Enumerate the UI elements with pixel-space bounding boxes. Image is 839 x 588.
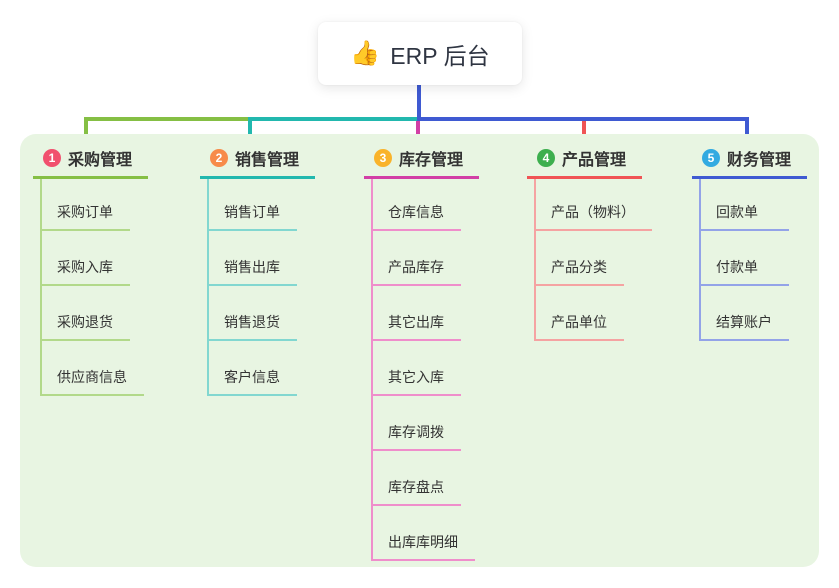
connector-branch-1-drop: [84, 121, 88, 141]
branch-purchase: 1 采购管理 采购订单 采购入库 采购退货 供应商信息: [33, 148, 148, 396]
branch-sales: 2 销售管理 销售订单 销售出库 销售退货 客户信息: [200, 148, 315, 396]
connector-branch-3-drop: [416, 121, 420, 145]
branch-number-badge: 1: [43, 149, 61, 167]
connector-branch-2-drop: [248, 121, 252, 141]
branch-label: 采购管理: [68, 152, 133, 169]
child-node[interactable]: 客户信息: [209, 341, 297, 396]
branch-label: 财务管理: [727, 152, 792, 169]
branch-label: 库存管理: [399, 152, 464, 169]
branch-number-badge: 4: [537, 149, 555, 167]
child-node[interactable]: 其它出库: [373, 286, 461, 341]
branch-children: 产品（物料） 产品分类 产品单位: [534, 179, 652, 341]
thumbs-up-icon: 👍: [350, 39, 381, 67]
branch-children: 销售订单 销售出库 销售退货 客户信息: [207, 179, 315, 396]
child-node[interactable]: 采购退货: [42, 286, 130, 341]
child-node[interactable]: 销售订单: [209, 179, 297, 231]
branch-children: 采购订单 采购入库 采购退货 供应商信息: [40, 179, 148, 396]
branch-label: 销售管理: [235, 152, 300, 169]
root-node[interactable]: 👍 ERP 后台: [318, 22, 522, 85]
child-node[interactable]: 产品分类: [536, 231, 624, 286]
branches-panel: [20, 134, 819, 567]
branch-title[interactable]: 3 库存管理: [364, 148, 479, 179]
child-node[interactable]: 仓库信息: [373, 179, 461, 231]
connector-branch-4-drop: [582, 121, 586, 143]
child-node[interactable]: 其它入库: [373, 341, 461, 396]
branch-inventory: 3 库存管理 仓库信息 产品库存 其它出库 其它入库 库存调拨 库存盘点 出库库…: [364, 148, 479, 561]
child-node[interactable]: 产品单位: [536, 286, 624, 341]
branch-number-badge: 2: [210, 149, 228, 167]
child-node[interactable]: 库存调拨: [373, 396, 461, 451]
branch-title[interactable]: 4 产品管理: [527, 148, 642, 179]
connector-branch-5-horizontal: [417, 117, 749, 121]
branch-children: 仓库信息 产品库存 其它出库 其它入库 库存调拨 库存盘点 出库库明细: [371, 179, 479, 561]
child-node[interactable]: 结算账户: [701, 286, 789, 341]
root-title: ERP 后台: [390, 42, 490, 69]
branch-number-badge: 3: [374, 149, 392, 167]
branch-title[interactable]: 2 销售管理: [200, 148, 315, 179]
branch-children: 回款单 付款单 结算账户: [699, 179, 807, 341]
child-node[interactable]: 产品（物料）: [536, 179, 652, 231]
branch-finance: 5 财务管理 回款单 付款单 结算账户: [692, 148, 807, 341]
branch-product: 4 产品管理 产品（物料） 产品分类 产品单位: [527, 148, 652, 341]
connector-root-drop: [417, 84, 421, 121]
child-node[interactable]: 出库库明细: [373, 506, 475, 561]
child-node[interactable]: 供应商信息: [42, 341, 144, 396]
connector-branch-5-drop: [745, 121, 749, 141]
branch-title[interactable]: 5 财务管理: [692, 148, 807, 179]
child-node[interactable]: 采购订单: [42, 179, 130, 231]
child-node[interactable]: 库存盘点: [373, 451, 461, 506]
connector-branch-2-horizontal: [248, 117, 421, 121]
child-node[interactable]: 回款单: [701, 179, 789, 231]
branch-number-badge: 5: [702, 149, 720, 167]
child-node[interactable]: 销售退货: [209, 286, 297, 341]
branch-label: 产品管理: [562, 152, 627, 169]
child-node[interactable]: 采购入库: [42, 231, 130, 286]
child-node[interactable]: 销售出库: [209, 231, 297, 286]
child-node[interactable]: 付款单: [701, 231, 789, 286]
branch-title[interactable]: 1 采购管理: [33, 148, 148, 179]
child-node[interactable]: 产品库存: [373, 231, 461, 286]
